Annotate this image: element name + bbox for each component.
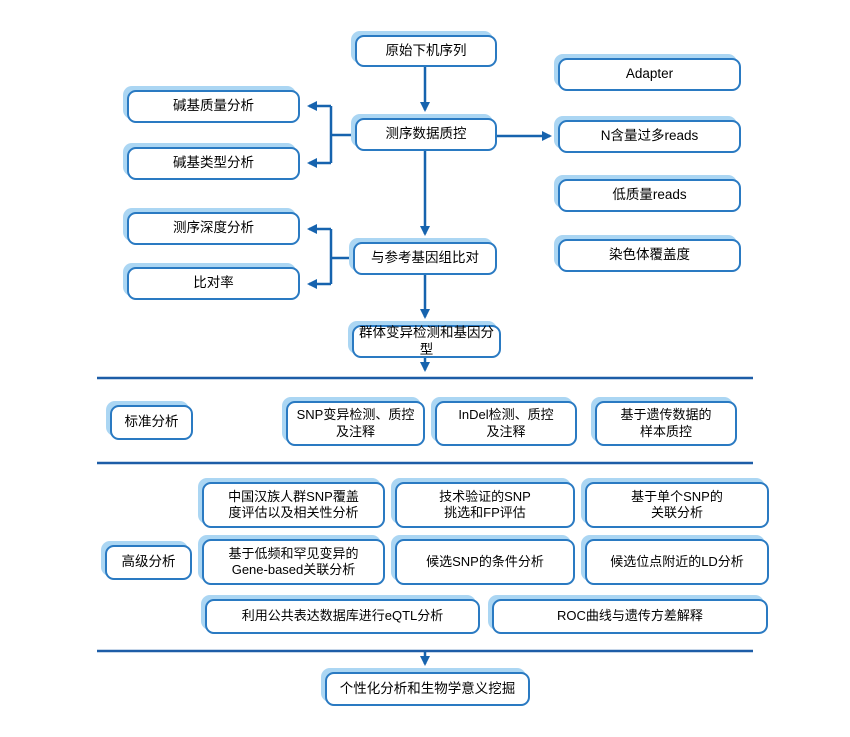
node-roc-curve: ROC曲线与遗传方差解释 [492,599,768,634]
node-genome-alignment: 与参考基因组比对 [353,242,497,275]
node-personalized-analysis: 个性化分析和生物学意义挖掘 [325,672,530,706]
node-sample-qc: 基于遗传数据的 样本质控 [595,401,737,446]
node-eqtl-analysis: 利用公共表达数据库进行eQTL分析 [205,599,480,634]
node-han-snp-coverage: 中国汉族人群SNP覆盖 度评估以及相关性分析 [202,482,385,528]
node-raw-sequence: 原始下机序列 [355,35,497,67]
node-adapter: Adapter [558,58,741,91]
node-indel-detection: InDel检测、质控 及注释 [435,401,577,446]
node-ld-analysis: 候选位点附近的LD分析 [585,539,769,585]
node-gene-based-assoc: 基于低频和罕见变异的 Gene-based关联分析 [202,539,385,585]
node-n-reads: N含量过多reads [558,120,741,153]
node-snp-detection: SNP变异检测、质控 及注释 [286,401,425,446]
section-label-standard: 标准分析 [110,405,193,440]
node-validated-snp: 技术验证的SNP 挑选和FP评估 [395,482,575,528]
node-data-qc: 测序数据质控 [355,118,497,151]
node-single-snp-assoc: 基于单个SNP的 关联分析 [585,482,769,528]
flow-arrows [307,67,552,666]
node-candidate-snp-conditional: 候选SNP的条件分析 [395,539,575,585]
node-depth-analysis: 测序深度分析 [127,212,300,245]
node-low-quality-reads: 低质量reads [558,179,741,212]
node-mapping-rate: 比对率 [127,267,300,300]
node-chromosome-coverage: 染色体覆盖度 [558,239,741,272]
section-label-advanced: 高级分析 [105,545,192,580]
node-base-type: 碱基类型分析 [127,147,300,180]
node-variant-genotyping: 群体变异检测和基因分型 [352,325,501,358]
node-base-quality: 碱基质量分析 [127,90,300,123]
